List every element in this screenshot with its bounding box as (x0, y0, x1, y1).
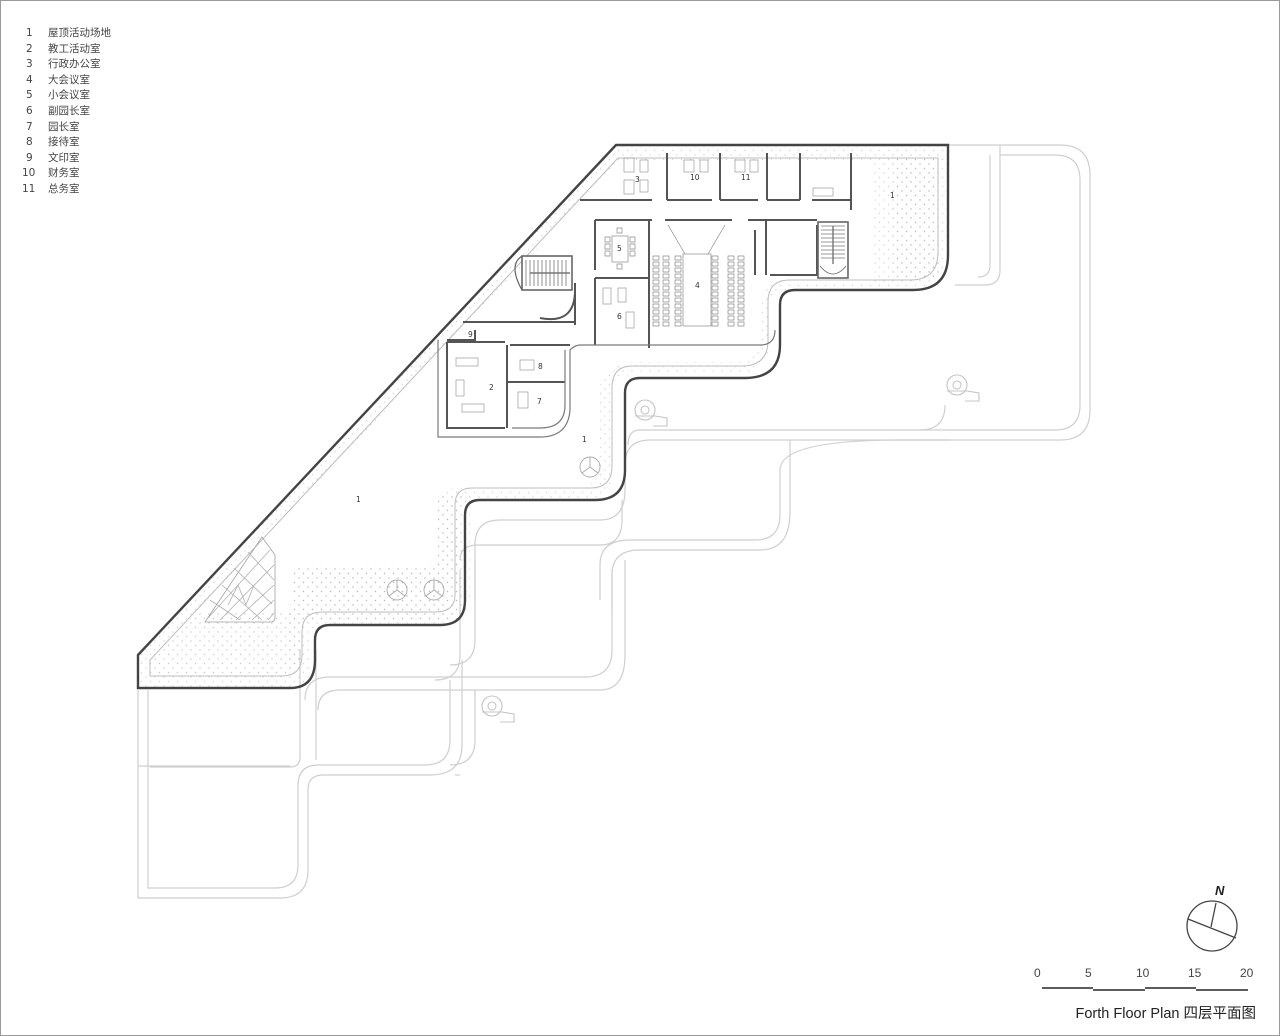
planter-beds (138, 145, 948, 688)
conference-table-4 (652, 224, 745, 327)
legend-label: 行政办公室 (48, 58, 101, 71)
room-label-1: 1 (356, 495, 361, 504)
room-label-1: 1 (582, 435, 587, 444)
spiral-slide-icons (481, 374, 980, 723)
lower-room-envelope (437, 329, 776, 438)
room-label-2: 2 (489, 383, 494, 392)
room-label-5: 5 (617, 244, 622, 253)
legend-label: 总务室 (48, 182, 80, 195)
office-furniture (455, 157, 834, 413)
stair-west (514, 255, 573, 291)
legend-label: 园长室 (48, 120, 80, 133)
room-label-1: 1 (890, 191, 895, 200)
legend-label: 小会议室 (48, 89, 90, 102)
room-label-6: 6 (617, 312, 622, 321)
legend-label: 副园长室 (48, 104, 90, 117)
scale-tick-label: 15 (1188, 966, 1202, 980)
legend-label: 财务室 (48, 167, 80, 180)
room-label-8: 8 (538, 362, 543, 371)
north-arrow-icon (1186, 900, 1238, 952)
lower-terrace-outlines (137, 144, 1091, 899)
conference-table-5 (604, 227, 636, 270)
legend-label: 接待室 (48, 136, 80, 149)
room-label-7: 7 (537, 397, 542, 406)
room-label-4: 4 (695, 281, 700, 290)
scale-bar (1042, 987, 1248, 991)
room-label-9: 9 (468, 330, 473, 339)
chair-grid (652, 255, 745, 327)
room-label-10: 10 (690, 173, 700, 182)
legend-label: 大会议室 (48, 73, 90, 86)
play-structure-hatch (204, 536, 276, 623)
scale-tick-label: 20 (1240, 966, 1254, 980)
room-label-11: 11 (741, 173, 751, 182)
room-label-3: 3 (635, 175, 640, 184)
interior-walls (446, 153, 852, 429)
north-label: N (1215, 883, 1225, 898)
room-labels: 1 1 1 2 3 4 5 6 7 8 9 10 11 (356, 173, 895, 504)
drawing-title: Forth Floor Plan 四层平面图 (1075, 1006, 1257, 1022)
scale-tick-label: 10 (1136, 966, 1150, 980)
stair-east (817, 221, 849, 279)
legend-label: 文印室 (48, 151, 80, 164)
legend-label: 教工活动室 (48, 42, 101, 55)
tree-symbols (386, 456, 601, 601)
scale-tick-label: 5 (1085, 966, 1092, 980)
building-outline (136, 143, 950, 690)
scale-tick-label: 0 (1034, 966, 1041, 980)
legend-label: 屋顶活动场地 (48, 27, 111, 39)
